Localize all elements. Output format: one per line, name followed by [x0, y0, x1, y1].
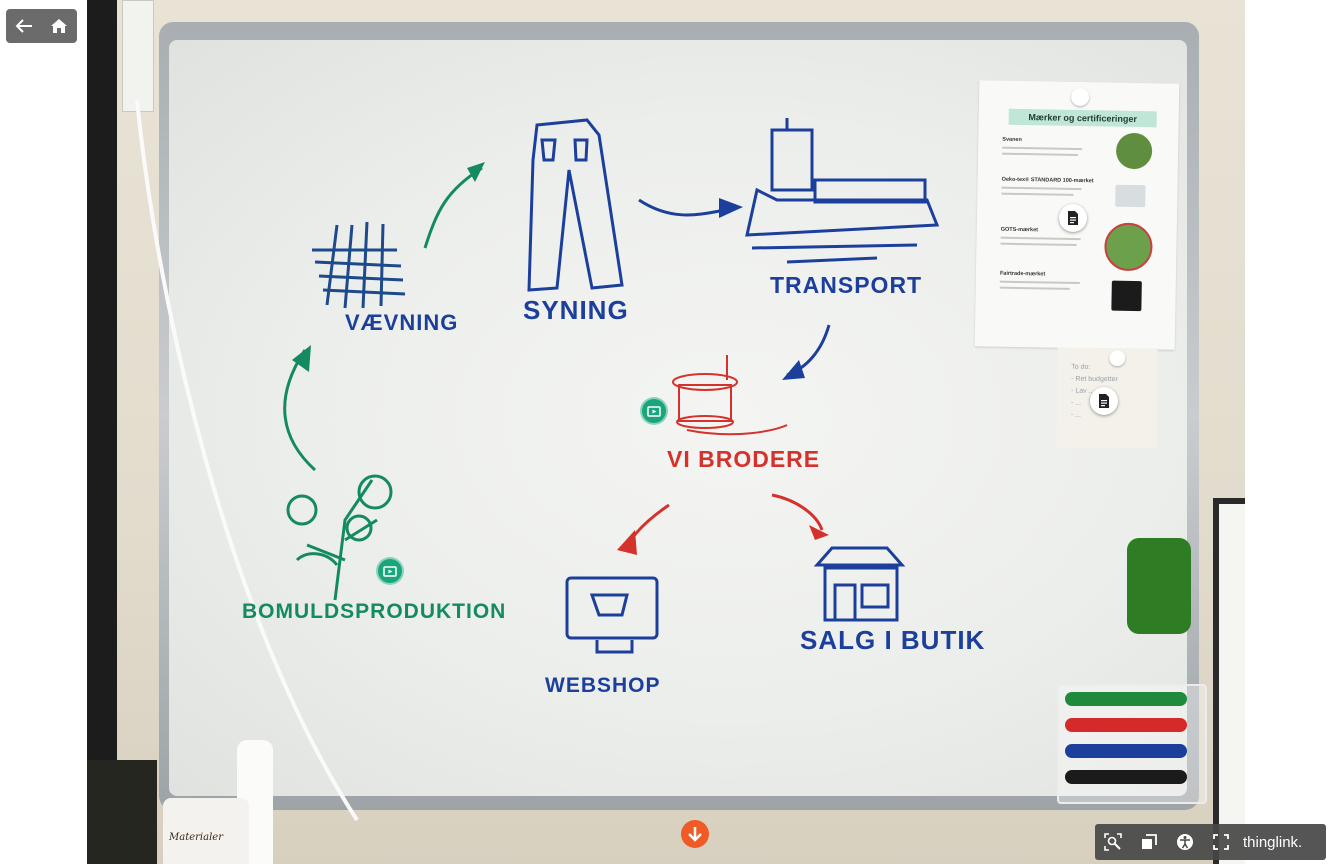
document-text-line	[1000, 236, 1081, 241]
home-icon	[50, 19, 67, 33]
thinglink-logo[interactable]: thinglink.	[1243, 833, 1303, 851]
oeko-tex-logo	[1115, 184, 1146, 208]
eraser	[1127, 538, 1191, 634]
document-section: Svanen	[1002, 136, 1022, 144]
layers-button[interactable]	[1131, 824, 1167, 860]
document-hotspot-todo[interactable]	[1090, 387, 1118, 415]
gots-logo	[1104, 222, 1153, 272]
magnet-pin	[1109, 350, 1126, 367]
cable	[135, 99, 359, 822]
fairtrade-logo	[1111, 280, 1142, 312]
drawings	[135, 99, 940, 822]
cotton-plant-drawing	[286, 474, 393, 601]
video-hotspot-cotton[interactable]	[376, 557, 404, 585]
document-text-line	[1001, 186, 1082, 191]
document-text-line	[1002, 146, 1083, 151]
document-section: GOTS-mærket	[1000, 226, 1039, 234]
marker-tray	[1057, 684, 1207, 804]
shelf	[1213, 498, 1245, 864]
label-bomuld: BOMULDSPRODUKTION	[242, 600, 507, 623]
arrow-to-shop	[771, 493, 824, 531]
mug	[163, 798, 249, 864]
document-icon	[1068, 211, 1078, 225]
layers-icon	[1142, 834, 1157, 849]
back-button[interactable]	[6, 9, 41, 43]
mug-text: Materialer	[169, 832, 223, 843]
label-webshop: WEBSHOP	[545, 674, 661, 697]
blue-marker	[1065, 744, 1187, 758]
document-text-line	[999, 286, 1070, 290]
document-icon	[1099, 394, 1109, 408]
trousers-drawing	[527, 118, 624, 292]
document-section: Fairtrade-mærket	[999, 270, 1046, 278]
red-marker	[1065, 718, 1187, 732]
black-marker	[1065, 770, 1187, 784]
document-text-line	[1001, 192, 1074, 196]
arrow-weave-to-sewing	[423, 166, 483, 249]
ship-drawing	[745, 118, 940, 264]
label-syning: SYNING	[523, 295, 629, 325]
document-text-line	[1000, 242, 1077, 246]
fullscreen-icon	[1213, 834, 1229, 850]
video-hotspot-embroider[interactable]	[640, 397, 668, 425]
label-salg: SALG I BUTIK	[800, 625, 986, 655]
weave-drawing	[312, 221, 406, 309]
swan-logo	[1115, 132, 1153, 170]
label-transport: TRANSPORT	[770, 272, 923, 298]
dark-door-frame	[87, 0, 117, 864]
wall-socket	[122, 0, 154, 112]
label-vaevning: VÆVNING	[345, 310, 459, 335]
home-button[interactable]	[41, 9, 76, 43]
document-section: Oeko-tex® STANDARD 100-mærket	[1001, 176, 1094, 185]
arrow-down-icon	[688, 827, 702, 842]
shop-drawing	[813, 546, 906, 622]
pen-holder	[87, 760, 157, 864]
accessibility-button[interactable]	[1167, 824, 1203, 860]
computer-drawing	[565, 576, 659, 654]
thread-spool-drawing	[672, 355, 788, 436]
document-text-line	[1002, 152, 1079, 157]
magnet-pin	[1070, 87, 1090, 107]
fullscreen-button[interactable]	[1203, 824, 1239, 860]
navigation-bar	[6, 9, 77, 43]
green-marker	[1065, 692, 1187, 706]
viewer-toolbar: thinglink.	[1095, 824, 1326, 860]
document-hotspot-certificates[interactable]	[1059, 204, 1087, 232]
accessibility-icon	[1177, 834, 1193, 850]
zoom-icon	[1104, 833, 1122, 851]
arrow-left-icon	[15, 19, 32, 33]
arrow-cotton-to-weave	[283, 349, 317, 472]
document-title: Mærker og certificeringer	[1008, 108, 1157, 128]
play-video-icon	[647, 406, 661, 417]
zoom-button[interactable]	[1095, 824, 1131, 860]
play-video-icon	[383, 566, 397, 577]
document-text-line	[999, 280, 1080, 285]
whiteboard-photo: BOMULDSPRODUKTION VÆVNING SYNING TRANSPO…	[87, 0, 1245, 864]
scroll-down-button[interactable]	[681, 820, 709, 848]
label-vi-brodere: VI BRODERE	[667, 446, 821, 472]
